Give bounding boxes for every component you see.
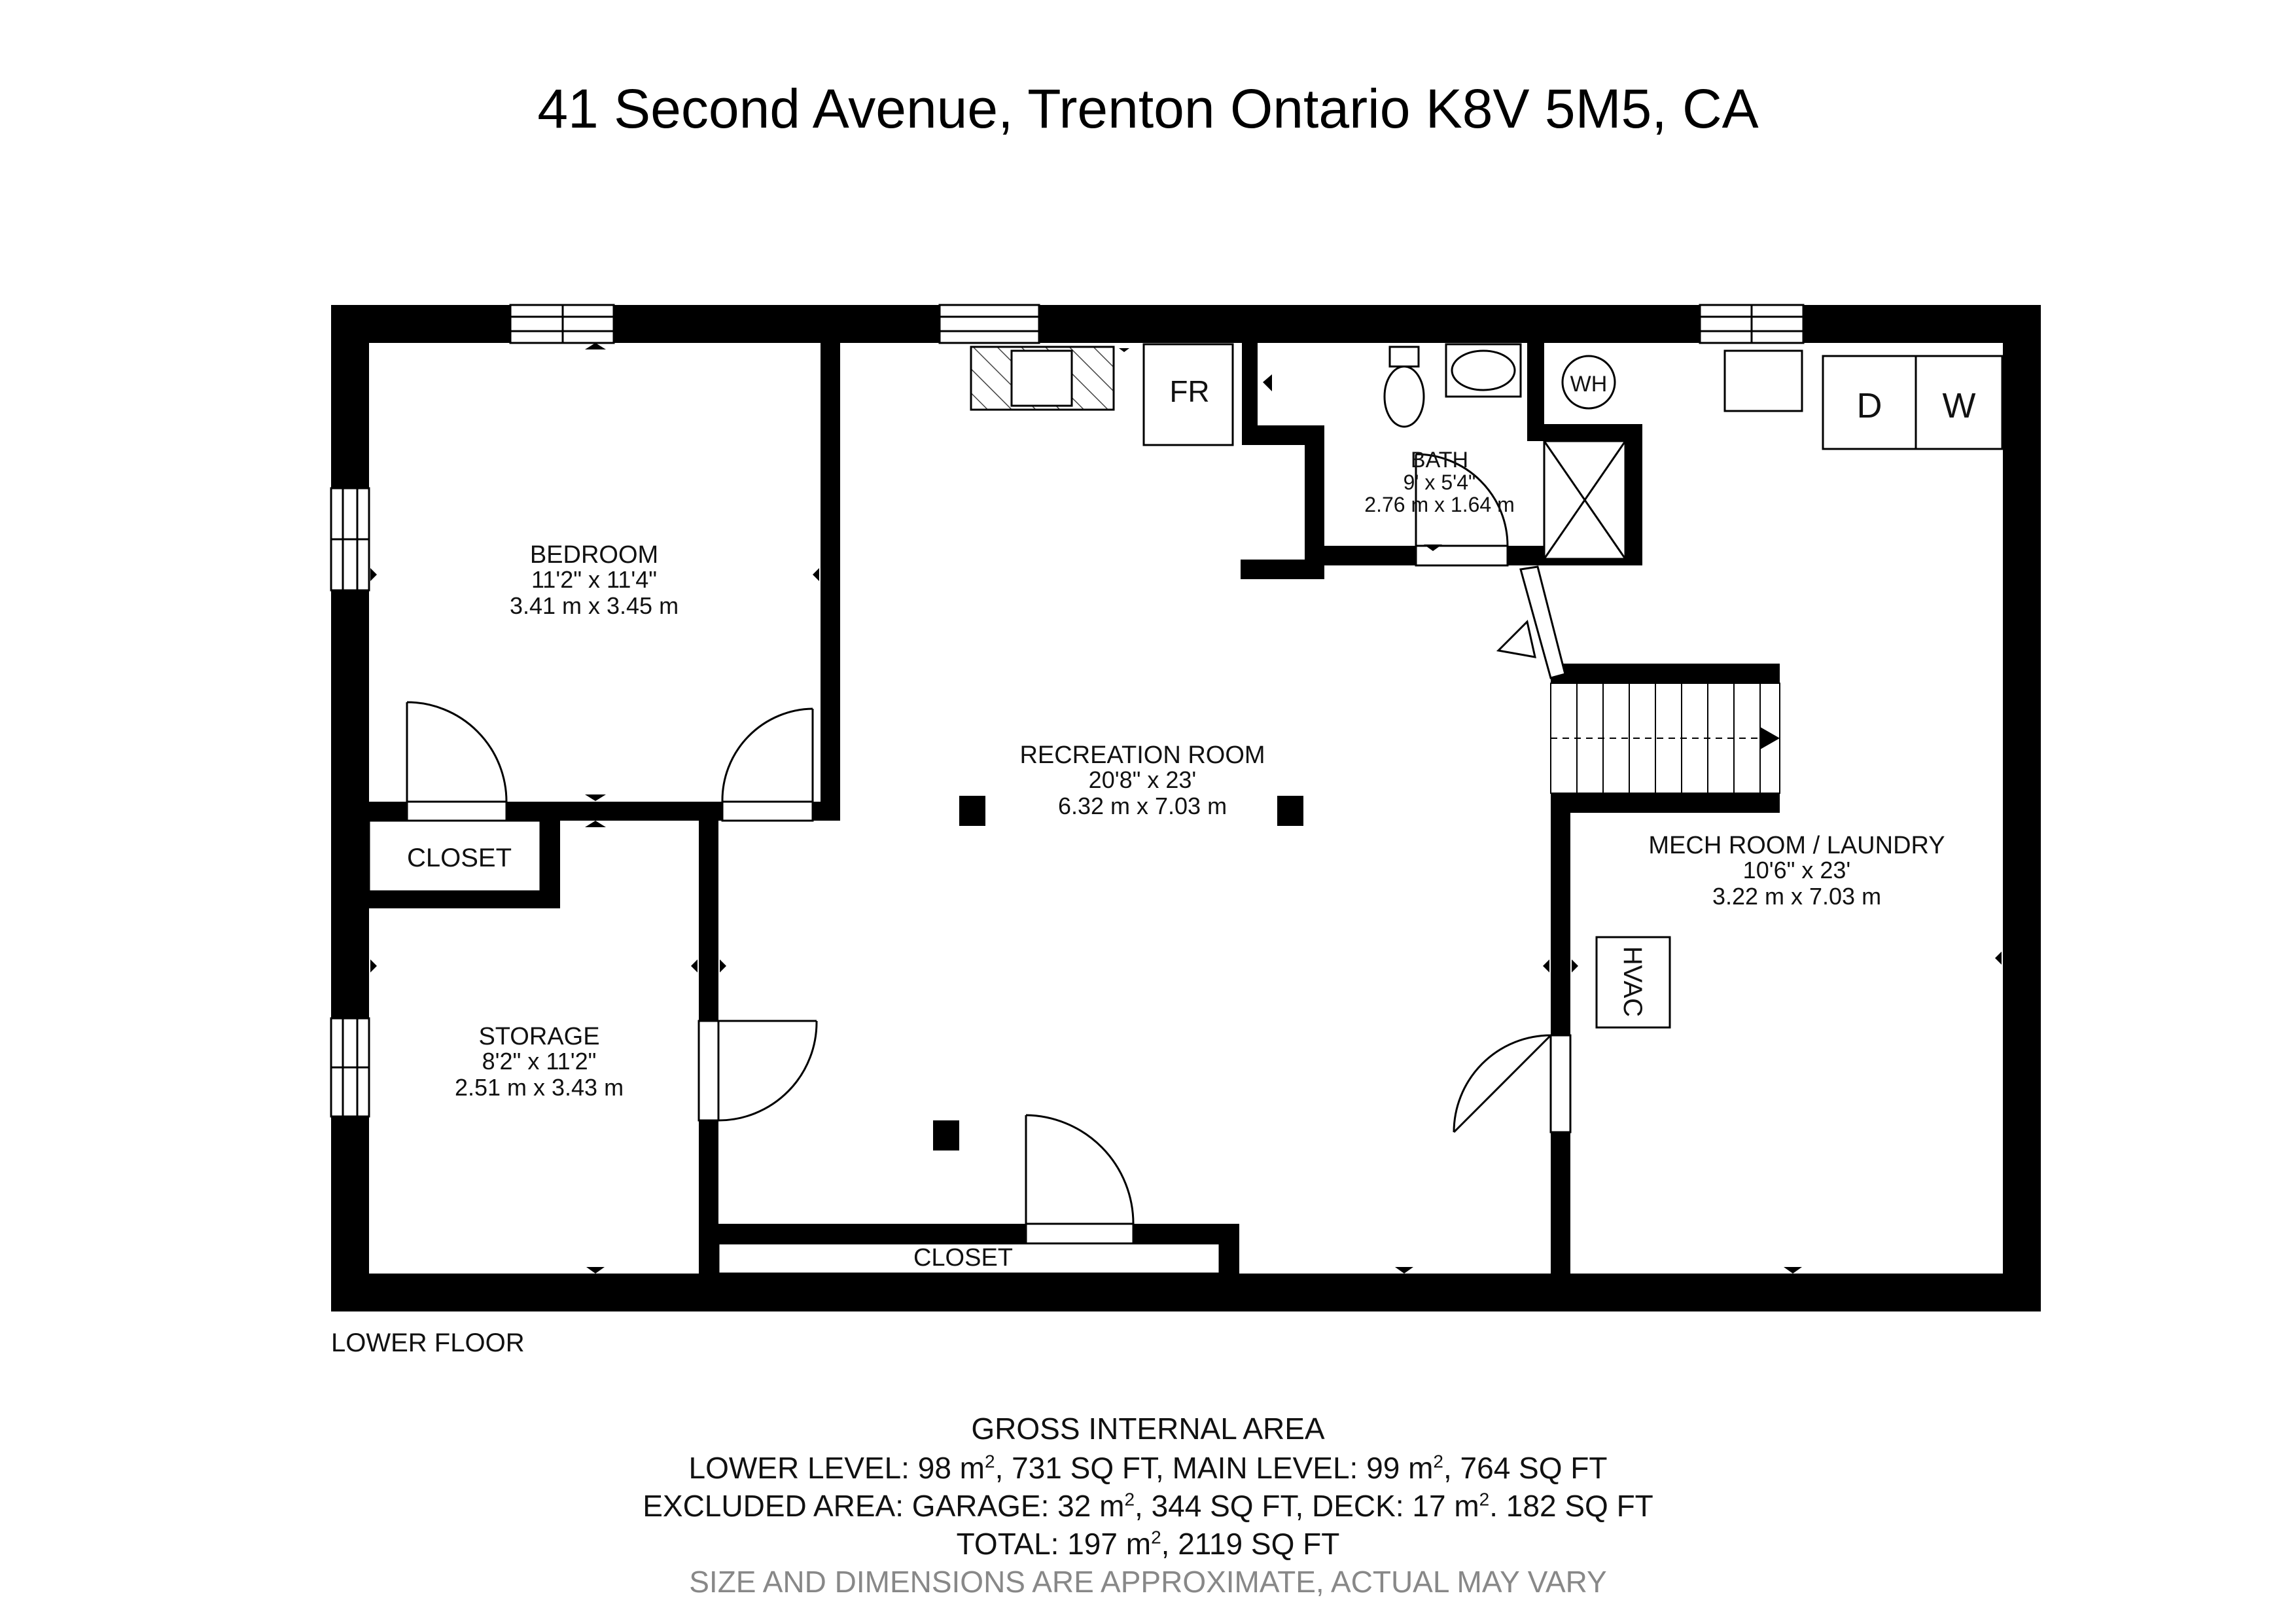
area-lower-main: LOWER LEVEL: 98 m2, 731 SQ FT, MAIN LEVE… [688, 1451, 1608, 1485]
svg-text:6.32 m x 7.03 m: 6.32 m x 7.03 m [1058, 793, 1227, 819]
room-label-bedroom: BEDROOM 11'2" x 11'4" 3.41 m x 3.45 m [510, 541, 679, 619]
fridge-label: FR [1169, 374, 1209, 408]
svg-text:2.51 m x 3.43 m: 2.51 m x 3.43 m [455, 1074, 624, 1101]
area-heading: GROSS INTERNAL AREA [971, 1412, 1325, 1446]
door-marker [1263, 374, 1272, 391]
water-heater-outline [1561, 355, 1616, 410]
columns [933, 796, 1303, 1150]
svg-text:11'2" x 11'4": 11'2" x 11'4" [531, 566, 657, 593]
interior-walls [369, 343, 1780, 1279]
room-label-recreation: RECREATION ROOM 20'8" x 23' 6.32 m x 7.0… [1019, 741, 1265, 819]
windows [330, 304, 1805, 1118]
stairs [1550, 683, 1780, 794]
fireplace [970, 346, 1115, 411]
svg-text:BATH: BATH [1411, 448, 1468, 473]
fridge-outline [1142, 343, 1234, 446]
dryer-label: D [1857, 386, 1882, 425]
washer-label: W [1943, 386, 1976, 425]
hvac-outline [1595, 936, 1671, 1029]
dimension-markers [370, 343, 2002, 1274]
bath-fixtures [1383, 343, 1627, 560]
room-label-storage: STORAGE 8'2" x 11'2" 2.51 m x 3.43 m [455, 1023, 624, 1101]
svg-text:3.22 m x 7.03 m: 3.22 m x 7.03 m [1712, 883, 1881, 910]
svg-text:2.76 m x 1.64 m: 2.76 m x 1.64 m [1364, 493, 1514, 516]
washer-outline [1915, 355, 2004, 450]
hvac-label: HVAC [1618, 946, 1647, 1017]
water-heater-label: WH [1570, 372, 1608, 397]
svg-text:8'2" x 11'2": 8'2" x 11'2" [482, 1048, 597, 1075]
area-total: TOTAL: 197 m2, 2119 SQ FT [956, 1527, 1340, 1561]
svg-text:20'8" x 23': 20'8" x 23' [1089, 766, 1197, 793]
dryer-outline [1822, 355, 1917, 450]
area-excluded: EXCLUDED AREA: GARAGE: 32 m2, 344 SQ FT,… [643, 1489, 1653, 1523]
laundry-sink [1723, 349, 1803, 412]
svg-text:STORAGE: STORAGE [478, 1023, 599, 1050]
room-label-closet-2: CLOSET [913, 1244, 1013, 1272]
svg-text:MECH ROOM / LAUNDRY: MECH ROOM / LAUNDRY [1648, 832, 1945, 859]
doors [406, 453, 1572, 1245]
room-label-bath: BATH 9' x 5'4" 2.76 m x 1.64 m [1364, 448, 1514, 516]
room-label-closet: CLOSET [407, 844, 512, 872]
floor-label: LOWER FLOOR [331, 1329, 525, 1357]
svg-text:BEDROOM: BEDROOM [530, 541, 658, 569]
closet-outline [368, 819, 542, 893]
svg-text:3.41 m x 3.45 m: 3.41 m x 3.45 m [510, 592, 679, 619]
room-label-mech: MECH ROOM / LAUNDRY 10'6" x 23' 3.22 m x… [1648, 832, 1945, 910]
svg-text:RECREATION ROOM: RECREATION ROOM [1019, 741, 1265, 769]
svg-text:9' x 5'4": 9' x 5'4" [1404, 471, 1476, 494]
svg-text:10'6" x 23': 10'6" x 23' [1743, 857, 1851, 883]
page-title: 41 Second Avenue, Trenton Ontario K8V 5M… [537, 78, 1759, 139]
closet-outline-2 [717, 1242, 1221, 1275]
disclaimer: SIZE AND DIMENSIONS ARE APPROXIMATE, ACT… [689, 1565, 1607, 1599]
